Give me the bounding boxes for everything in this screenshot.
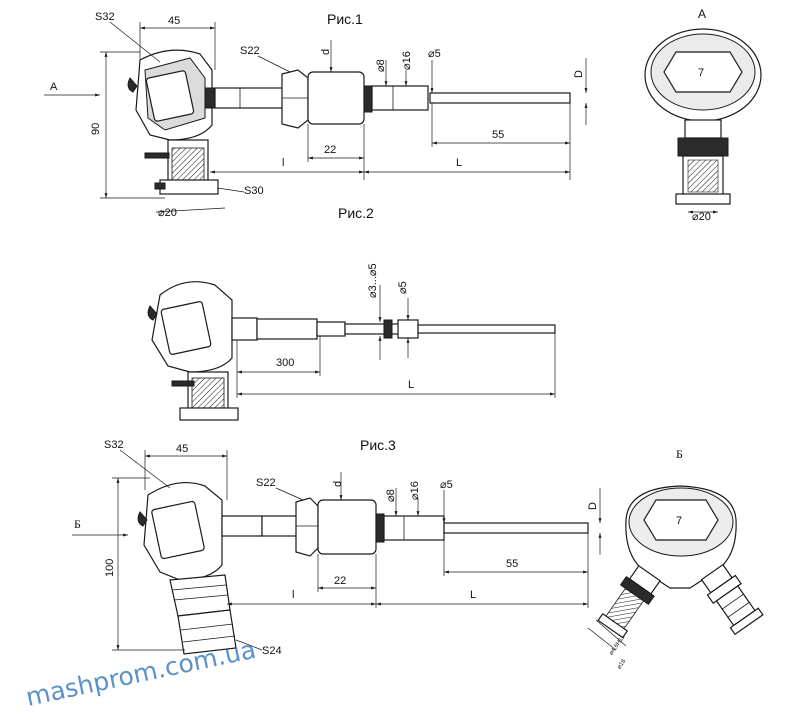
fig1-cable-gland (144, 139, 219, 195)
fig2-label-dia5: ⌀5 (397, 281, 409, 294)
fig1-head (127, 49, 218, 141)
fig1-label-s30: S30 (244, 185, 264, 197)
fig1-dim-l: l (282, 157, 284, 169)
fig1-dim-L: L (456, 157, 462, 169)
fig2-dim-L: L (408, 379, 414, 391)
fig3-dim-55: 55 (506, 558, 518, 570)
watermark-text: mashprom.com.ua (23, 635, 258, 712)
view-b-title: Б (676, 447, 683, 461)
view-a-cap-number: 7 (698, 67, 704, 79)
figure-3: Рис.3 Б S32 (72, 437, 764, 670)
fig1-dim-22: 22 (324, 144, 336, 156)
fig1-dim-90: 90 (90, 123, 102, 135)
fig1-title: Рис.1 (327, 11, 363, 27)
fig2-title: Рис.2 (338, 205, 374, 221)
fig1-label-d: d (320, 49, 332, 55)
fig2-dim-300: 300 (276, 357, 294, 369)
fig3-head (137, 481, 263, 581)
fig1-label-D: D (573, 70, 585, 78)
fig3-label-dia16: ⌀16 (409, 481, 421, 500)
fig3-label-s22: S22 (256, 477, 276, 489)
fig2-dimensions: ⌀3...⌀5 ⌀5 300 L (236, 263, 556, 398)
view-a-dia20: ⌀20 (692, 211, 711, 223)
figure-1: Рис.1 A (44, 7, 762, 223)
fig1-label-s22: S22 (240, 45, 260, 57)
fig3-label-d: d (332, 481, 344, 487)
fig3-label-s24: S24 (262, 645, 282, 657)
view-b-cable-dia-2: ⌀16 (617, 658, 628, 670)
fig3-label-dia8: ⌀8 (385, 489, 397, 502)
fig3-dim-L: L (470, 589, 476, 601)
fig1-label-dia8: ⌀8 (375, 59, 387, 72)
fig3-label-s32: S32 (104, 439, 124, 451)
fig2-cable-gland (171, 371, 239, 421)
view-a-title: A (698, 7, 706, 21)
fig3-dim-22: 22 (334, 575, 346, 587)
fig3-dimensions: S32 45 100 S22 d ⌀8 ⌀16 ⌀5 D (104, 439, 602, 657)
fig1-dimensions: 45 S32 90 S22 d ⌀8 ⌀16 ⌀5 D 22 (90, 11, 588, 219)
fig1-label-dia20: ⌀20 (158, 207, 177, 219)
view-b-cap-number: 7 (676, 515, 682, 527)
fig3-view-b: Б 7 ⌀4,6H11 ⌀16 (587, 447, 764, 670)
fig3-cable-gland (169, 574, 237, 655)
fig3-label-dia5: ⌀5 (440, 479, 453, 491)
fig1-dim-55: 55 (492, 129, 504, 141)
view-marker-a: A (50, 81, 58, 93)
fig2-label-dia3-5: ⌀3...⌀5 (367, 263, 379, 298)
fig3-label-D: D (587, 502, 599, 510)
view-marker-b: Б (74, 517, 81, 531)
fig1-dim-45: 45 (168, 15, 180, 27)
figure-2: Рис.2 ⌀3...⌀5 ⌀5 (147, 205, 556, 421)
fig3-dim-100: 100 (104, 559, 116, 577)
fig1-label-dia16: ⌀16 (401, 51, 413, 70)
fig3-dim-l: l (292, 589, 294, 601)
fig3-dim-45: 45 (176, 443, 188, 455)
fig1-view-a: A 7 ⌀20 (644, 7, 762, 223)
fig2-head (147, 281, 258, 373)
fig3-title: Рис.3 (360, 437, 396, 453)
fig3-stem (261, 497, 589, 557)
fig1-label-dia5: ⌀5 (428, 48, 441, 60)
fig2-stem (256, 318, 556, 340)
view-b-cable-dia-1: ⌀4,6H11 (609, 634, 627, 656)
fig1-stem (214, 69, 571, 129)
fig1-label-s32: S32 (95, 11, 115, 23)
